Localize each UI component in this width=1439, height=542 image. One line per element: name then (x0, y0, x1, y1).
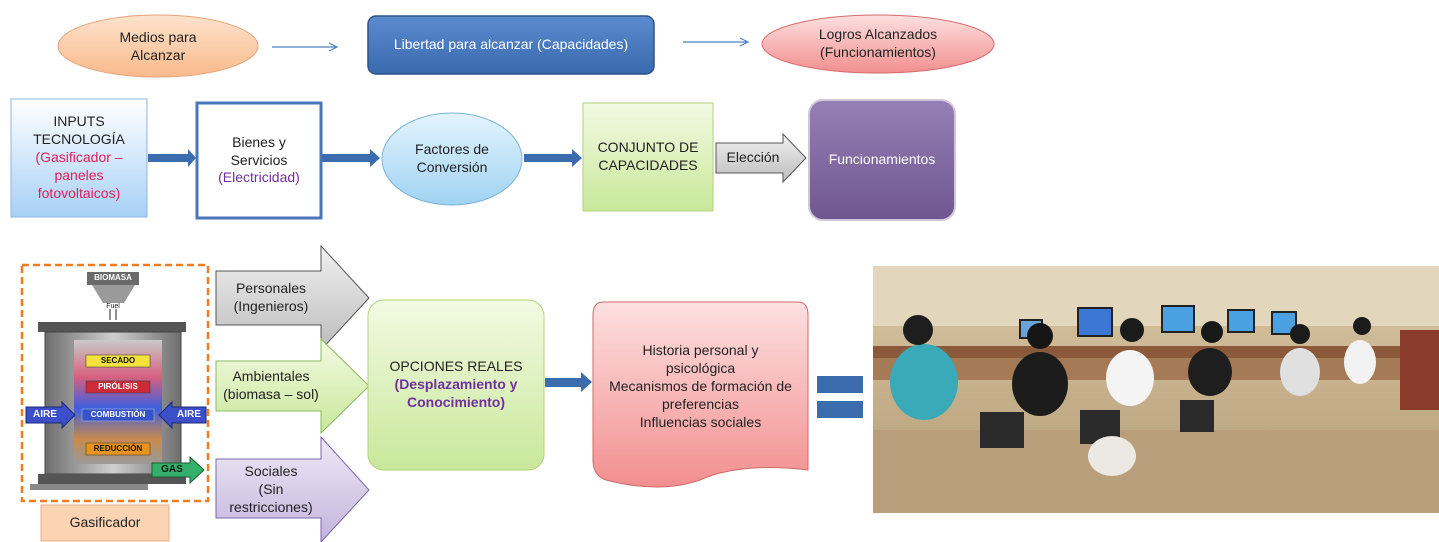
sociales-label: Sociales (Sin restricciones) (216, 460, 326, 520)
bienes-box (195, 101, 323, 220)
ambientales-line-2: (biomasa – sol) (223, 386, 319, 402)
inputs-line-5: fotovoltaicos) (37, 184, 121, 201)
medios-line-2: Alcanzar (130, 47, 186, 63)
sociales-line-1: Sociales (244, 463, 298, 480)
sociales-arrow (215, 435, 370, 542)
factores-label: Factores de Conversión (382, 113, 522, 205)
logros-label: Logros Alcanzados (Funcionamientos) (762, 22, 994, 66)
sociales-line-3: restricciones) (229, 498, 313, 515)
bienes-line-1: Bienes y (232, 133, 286, 150)
factores-ellipse (381, 112, 523, 206)
sociales-line-2: (Sin (258, 481, 284, 498)
conjunto-line-1: CONJUNTO DE (597, 139, 699, 156)
libertad-label: Libertad para alcanzar (Capacidades) (368, 16, 654, 74)
classroom-photo (873, 266, 1439, 513)
gasificador-caption: Gasificador (41, 505, 169, 541)
factores-line-1: Factores de (415, 141, 489, 158)
logros-line-1: Logros Alcanzados (818, 26, 938, 43)
opciones-line-3: Conocimiento) (407, 393, 505, 410)
inputs-line-1: INPUTS (53, 113, 105, 130)
conjunto-box (582, 102, 714, 212)
gasifier-drawing (25, 272, 207, 490)
gasificador-caption-box (40, 504, 170, 542)
opciones-line-1: OPCIONES REALES (389, 358, 523, 375)
historia-label: Historia personal y psicológica Mecanism… (593, 332, 808, 442)
biomasa-label: BIOMASA (94, 273, 132, 282)
flow-arrow-3 (524, 149, 582, 167)
opciones-line-2: (Desplazamiento y (394, 376, 518, 393)
ambientales-arrow (215, 337, 370, 435)
medios-ellipse (57, 14, 259, 78)
factores-line-2: Conversión (416, 159, 488, 175)
aire-right-label: AIRE (177, 409, 201, 420)
personales-line-2: (Ingenieros) (233, 298, 309, 314)
gasificador-text: Gasificador (69, 514, 141, 531)
secado-label: SECADO (100, 356, 136, 365)
bienes-label: Bienes y Servicios (Electricidad) (197, 103, 321, 218)
aire-left-label: AIRE (33, 409, 57, 420)
ambientales-line-1: Ambientales (232, 368, 310, 385)
funcionamientos-label: Funcionamientos (809, 100, 955, 220)
inputs-box (10, 98, 148, 218)
personales-line-1: Personales (235, 280, 307, 297)
equals-bar-bottom (817, 401, 863, 418)
medios-label: Medios para Alcanzar (58, 26, 258, 68)
inputs-label: INPUTS TECNOLOGÍA (Gasificador – paneles… (11, 99, 147, 217)
inputs-line-4: paneles (54, 166, 104, 183)
logros-line-2: (Funcionamientos) (820, 44, 936, 60)
eleccion-arrow (715, 132, 807, 184)
ambientales-label: Ambientales (biomasa – sol) (216, 361, 326, 411)
logros-ellipse (761, 14, 995, 74)
historia-line-2: psicológica (665, 360, 736, 377)
personales-arrow (215, 244, 370, 352)
inputs-line-2: TECNOLOGÍA (33, 131, 125, 148)
combustion-label: COMBUSTIÓN (90, 410, 146, 419)
opciones-box (367, 299, 545, 471)
historia-line-5: Influencias sociales (639, 413, 762, 430)
conjunto-line-2: CAPACIDADES (598, 157, 698, 173)
inputs-line-3: (Gasificador – (35, 149, 123, 166)
flow-arrow-4 (545, 372, 592, 392)
historia-scroll (592, 301, 809, 488)
top-arrow-2 (683, 37, 750, 47)
opciones-label: OPCIONES REALES (Desplazamiento y Conoci… (368, 300, 544, 470)
equals-bar-top (817, 376, 863, 393)
reduccion-label: REDUCCIÓN (93, 444, 143, 453)
bienes-line-2: Servicios (230, 151, 288, 168)
medios-line-1: Medios para (119, 29, 197, 46)
funcionamientos-text: Funcionamientos (828, 151, 936, 168)
eleccion-label: Elección (718, 143, 788, 173)
conjunto-label: CONJUNTO DE CAPACIDADES (583, 103, 713, 211)
historia-line-3: Mecanismos de formación de (609, 378, 792, 395)
pirolisis-label: PIRÓLISIS (98, 382, 138, 391)
funcionamientos-box (808, 99, 956, 221)
libertad-text: Libertad para alcanzar (Capacidades) (393, 36, 629, 53)
historia-line-4: preferencias (661, 395, 740, 412)
flow-arrow-2 (322, 149, 380, 167)
eleccion-text: Elección (726, 149, 780, 166)
personales-label: Personales (Ingenieros) (216, 271, 326, 325)
flow-arrow-1 (148, 149, 196, 167)
fuel-label: Fuel (106, 303, 120, 310)
libertad-box (367, 15, 655, 75)
bienes-line-3: (Electricidad) (218, 169, 300, 186)
historia-line-1: Historia personal y (642, 342, 759, 359)
gas-label: GAS (161, 464, 183, 475)
top-arrow-1 (272, 42, 339, 52)
